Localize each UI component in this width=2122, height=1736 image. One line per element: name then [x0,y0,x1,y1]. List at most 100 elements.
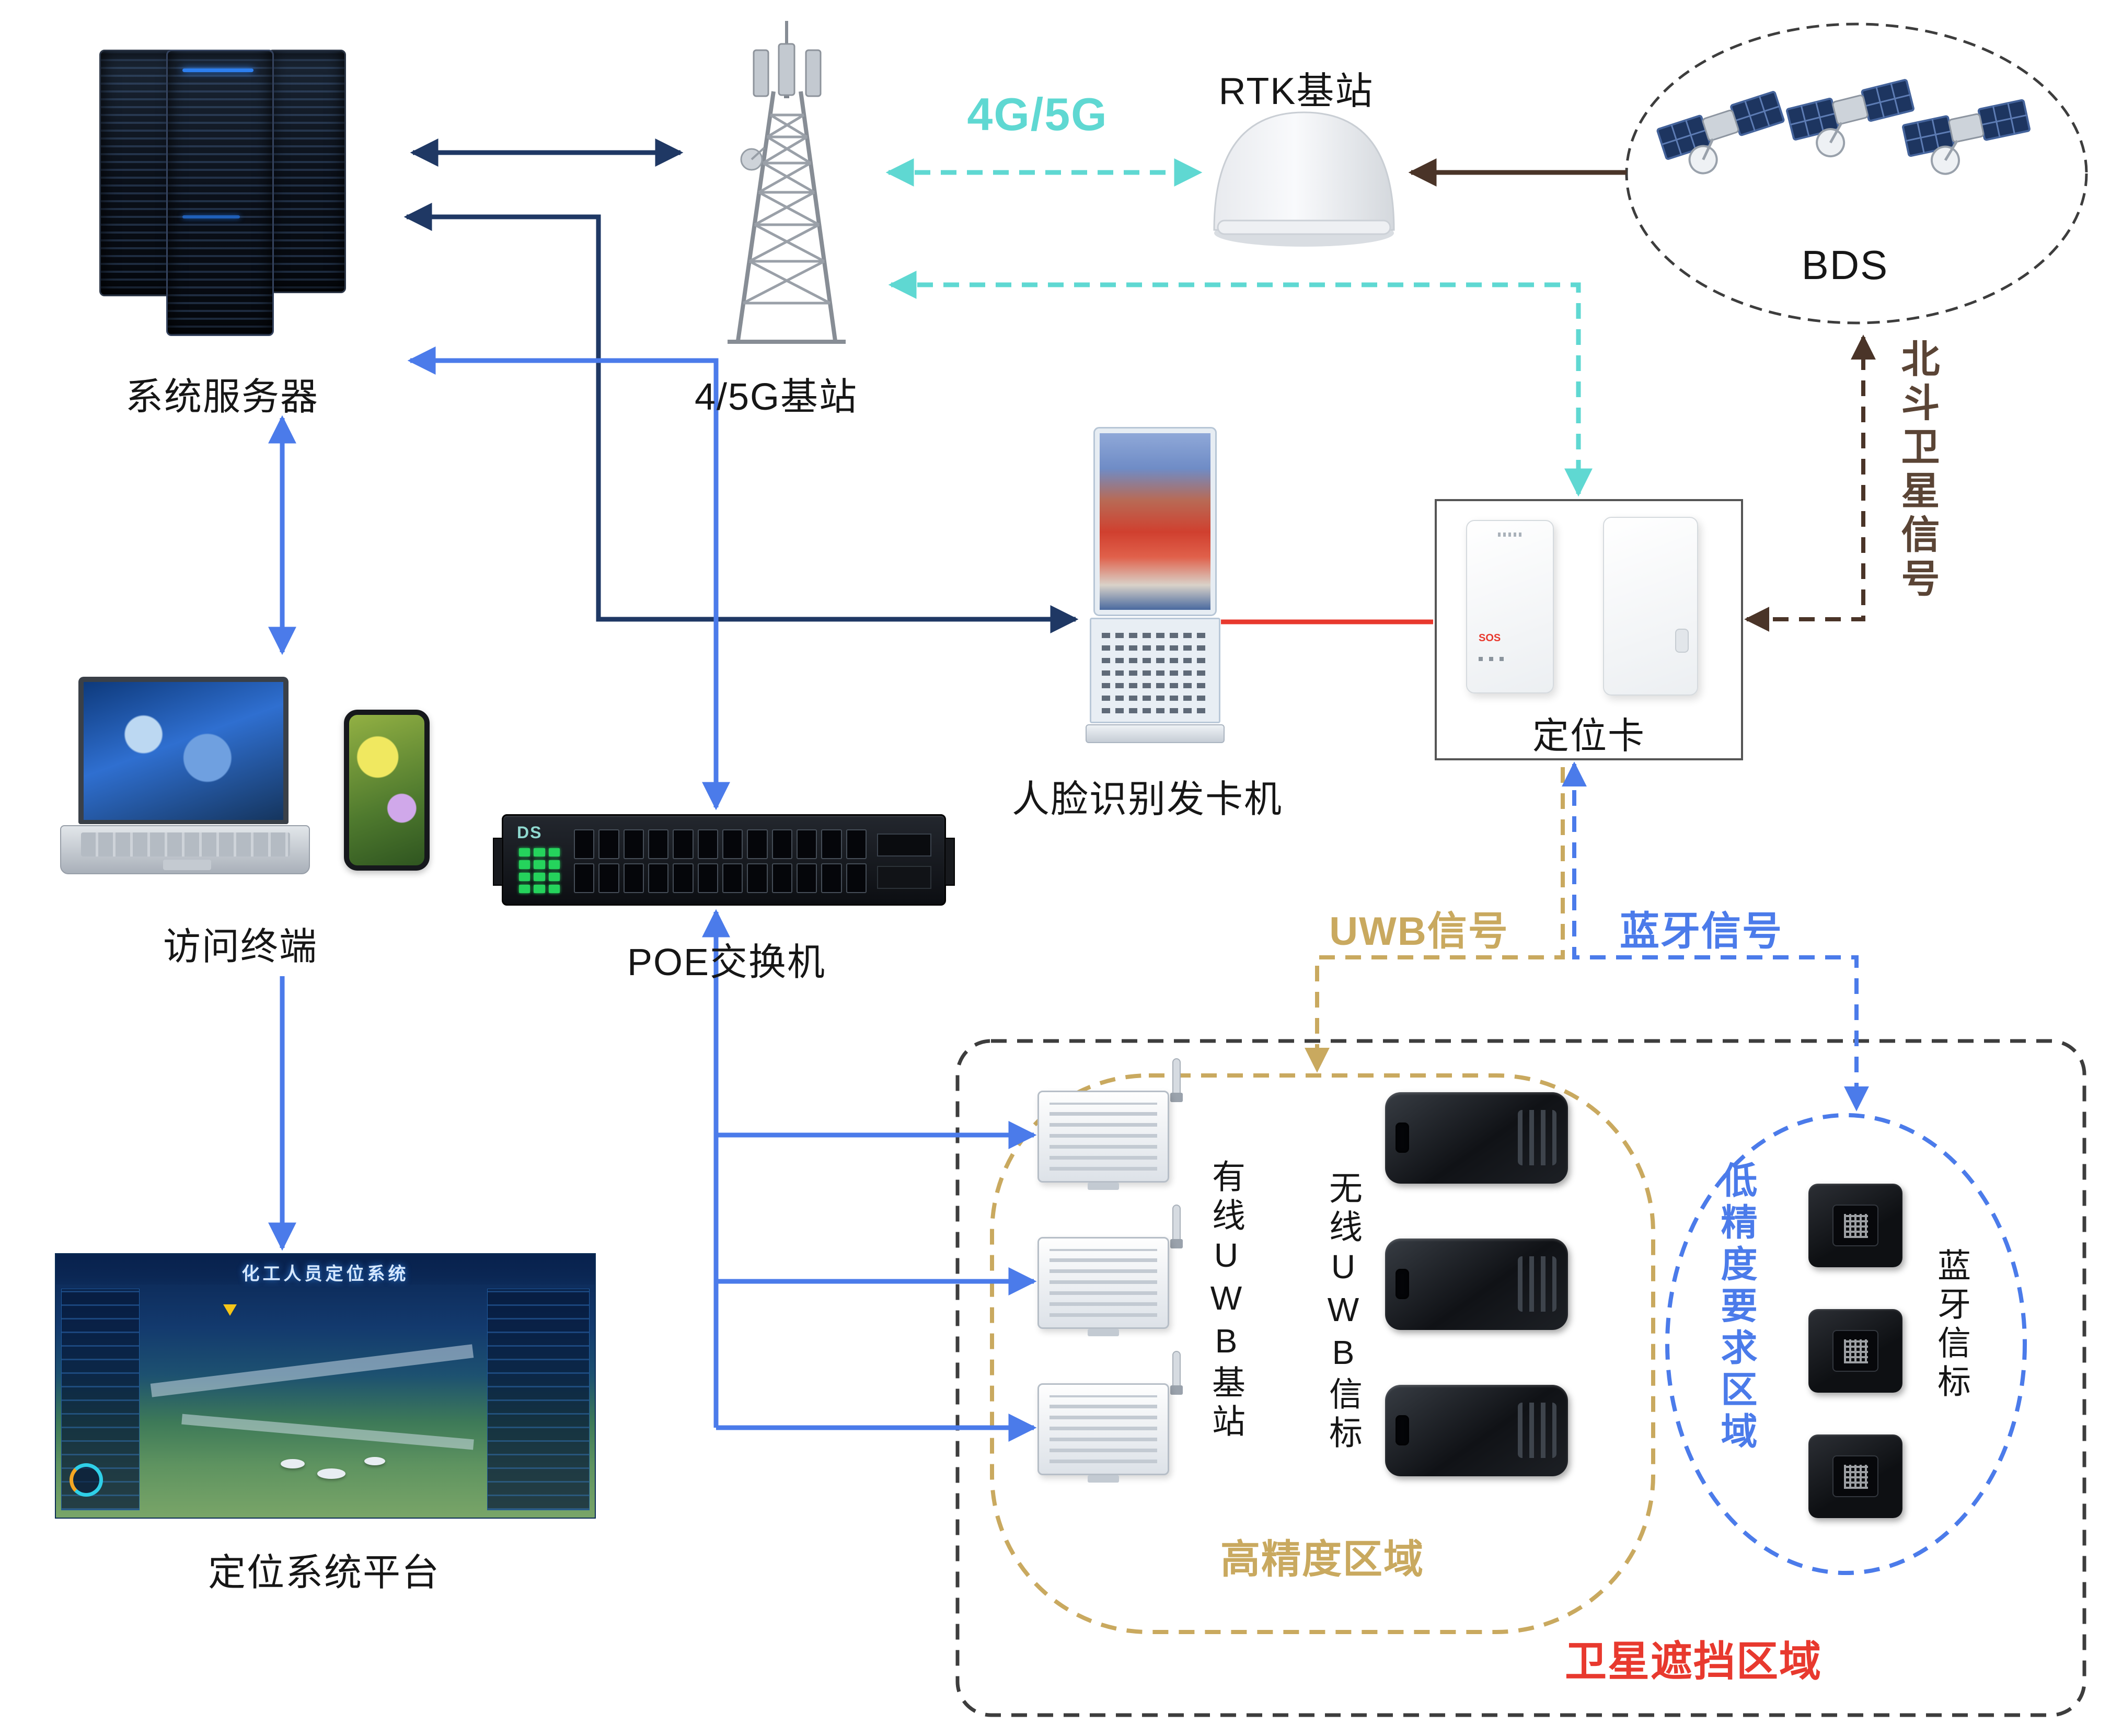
link-tower-card-4g5g [888,271,1593,497]
ethernet-port [796,829,817,859]
led [534,848,545,857]
card-leds [1479,657,1506,661]
high-precision-label: 高精度区域 [1220,1537,1424,1582]
dashboard-title: 化工人员定位系统 [241,1264,409,1284]
led [534,860,545,869]
platform-label: 定位系统平台 [207,1552,441,1594]
ethernet-port [623,863,644,893]
bluetooth-beacon [1808,1184,1902,1267]
server-tower [268,50,346,293]
wireless-uwb-beacon [1385,1239,1568,1330]
laptop-touchpad [163,860,211,870]
led [548,848,560,857]
rack-ear [944,838,955,886]
server-label: 系统服务器 [125,376,319,418]
grip-ridges [1518,1403,1556,1458]
card-label: 定位卡 [1532,715,1645,756]
wired-uwb-station [1037,1058,1194,1193]
ethernet-port [697,863,718,893]
sos-label: SOS [1479,632,1501,644]
tower-label: 4/5G基站 [694,376,858,418]
grip-ridges [1518,1256,1556,1312]
antenna-base [1170,1093,1183,1102]
ethernet-port [796,863,817,893]
satellite-icon [1902,100,2035,181]
station-mount [1088,1475,1119,1483]
led [534,884,545,893]
qr-code-icon [1844,1465,1868,1489]
ethernet-port [747,829,768,859]
qr-code-icon [1844,1339,1868,1363]
positioning-platform-screenshot: 化工人员定位系统 [55,1253,596,1519]
wireless-uwb-beacon [1385,1092,1568,1184]
station-vents [1050,1395,1157,1463]
strap-slot [1396,1415,1409,1445]
led [548,860,560,869]
led [519,860,530,869]
antenna [1172,1351,1181,1390]
ethernet-port [846,863,867,893]
station-vents [1050,1103,1157,1171]
station-box [1037,1091,1169,1183]
station-mount [1088,1329,1119,1336]
satellite-icon [1657,91,1792,183]
antenna-base [1170,1239,1183,1248]
wired-uwb-station [1037,1205,1194,1339]
satellite-blocked-label: 卫星遮挡区域 [1565,1638,1822,1685]
ethernet-port [623,829,644,859]
ethernet-port [648,829,669,859]
power-module [877,866,931,889]
kiosk-label: 人脸识别发卡机 [1011,779,1283,820]
led [548,872,560,881]
positioning-card-box: SOS [1435,499,1743,760]
speaker-holes [1498,533,1522,537]
ethernet-port [747,863,768,893]
poe-switch: DS [493,814,955,906]
map-road [181,1414,474,1450]
link-bds-card-beidou [1744,334,1876,632]
map-marker-icon [223,1304,237,1323]
ethernet-port [846,829,867,859]
high-precision-region-outline [990,1073,1655,1634]
server-tower [166,50,274,336]
beacon-label [1832,1455,1878,1497]
wired-uwb-label: 有线UWB基站 [1207,1159,1245,1442]
terminal-label: 访问终端 [163,926,318,968]
ethernet-port [598,829,619,859]
uwb-signal-label: UWB信号 [1329,909,1509,954]
strap-slot [1396,1269,1409,1299]
positioning-card-device: SOS [1466,520,1554,693]
rtk-label: RTK基站 [1218,71,1374,112]
ethernet-port [574,829,595,859]
beacon-label [1832,1205,1878,1246]
link-card-bluetooth-zone [1562,761,1869,1112]
ethernet-port [722,829,743,859]
ethernet-port [673,863,694,893]
led [519,848,530,857]
map-road [150,1344,474,1397]
map-tank [364,1457,385,1465]
server-led [182,215,240,219]
bds-label: BDS [1801,242,1889,288]
low-precision-label: 低精度要求区域 [1716,1161,1757,1454]
bluetooth-beacon [1808,1309,1902,1393]
server-rack [99,50,350,342]
dashboard-gauge [70,1463,103,1497]
antenna [1172,1205,1181,1243]
kiosk-base [1086,724,1225,743]
switch-logo: DS [517,823,543,842]
antenna [1172,1058,1181,1097]
ethernet-port [697,829,718,859]
ethernet-port [821,829,842,859]
ethernet-port [598,863,619,893]
ethernet-port [821,863,842,893]
laptop-screen [78,677,289,824]
server-led [182,68,253,72]
wireless-uwb-label: 无线UWB信标 [1324,1171,1362,1454]
satellite-icon [1786,79,1920,164]
strap-slot [1396,1122,1409,1153]
station-vents [1050,1249,1157,1317]
station-box [1037,1383,1169,1475]
smartphone [344,710,430,871]
